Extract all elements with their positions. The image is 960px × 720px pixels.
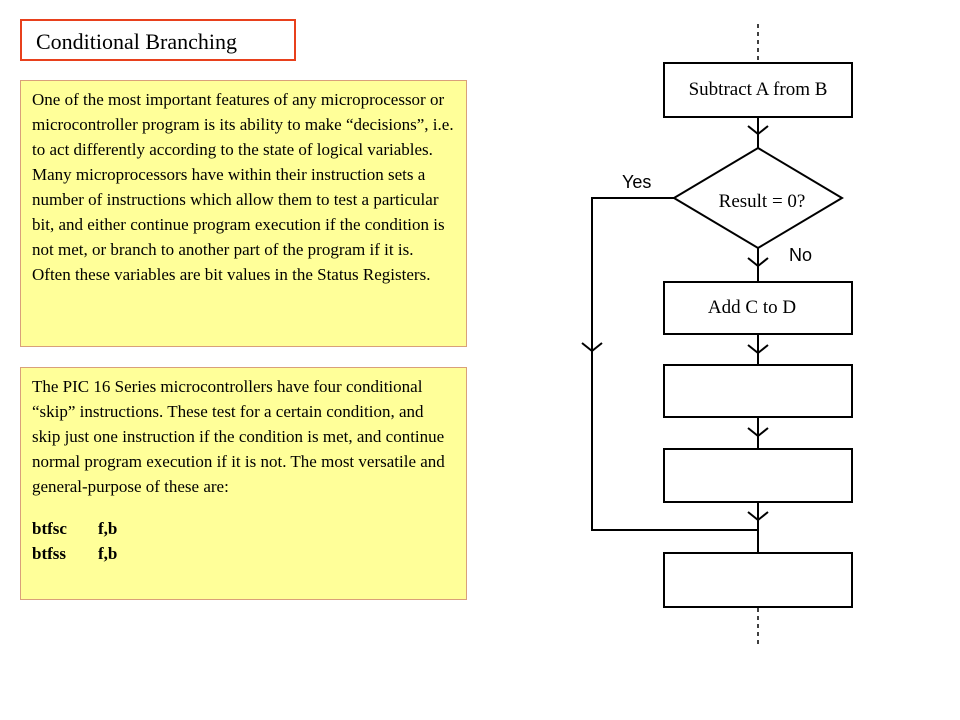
arrowhead (581, 342, 603, 353)
instruction-operands: f,b (98, 519, 118, 538)
pic-skip-paragraph: The PIC 16 Series microcontrollers have … (32, 377, 445, 496)
process-box-4 (663, 448, 853, 503)
no-branch-label: No (789, 245, 812, 265)
intro-paragraph: One of the most important features of an… (32, 90, 454, 284)
decision-label: Result = 0? (719, 191, 806, 212)
slide-title: Conditional Branching (20, 19, 296, 61)
instruction-row: btfsc f,b (32, 516, 456, 541)
arrowhead (747, 344, 769, 355)
arrowhead (747, 511, 769, 522)
yes-branch-line (591, 197, 758, 531)
instruction-row: btfss f,b (32, 541, 456, 566)
instruction-operands: f,b (98, 544, 118, 563)
arrowhead (747, 257, 769, 268)
arrowhead (747, 125, 769, 136)
pic-skip-text-box: The PIC 16 Series microcontrollers have … (20, 367, 467, 600)
intro-text-box: One of the most important features of an… (20, 80, 467, 347)
instruction-mnemonic: btfsc (32, 519, 67, 538)
process-box-3 (663, 364, 853, 418)
instruction-mnemonic: btfss (32, 544, 67, 563)
yes-branch-label: Yes (622, 172, 651, 192)
instruction-list: btfsc f,b btfss f,b (32, 516, 456, 566)
step-subtract-label: Subtract A from B (689, 79, 828, 100)
step-add-label: Add C to D (708, 297, 796, 318)
arrowhead (747, 427, 769, 438)
process-box-5 (663, 552, 853, 608)
